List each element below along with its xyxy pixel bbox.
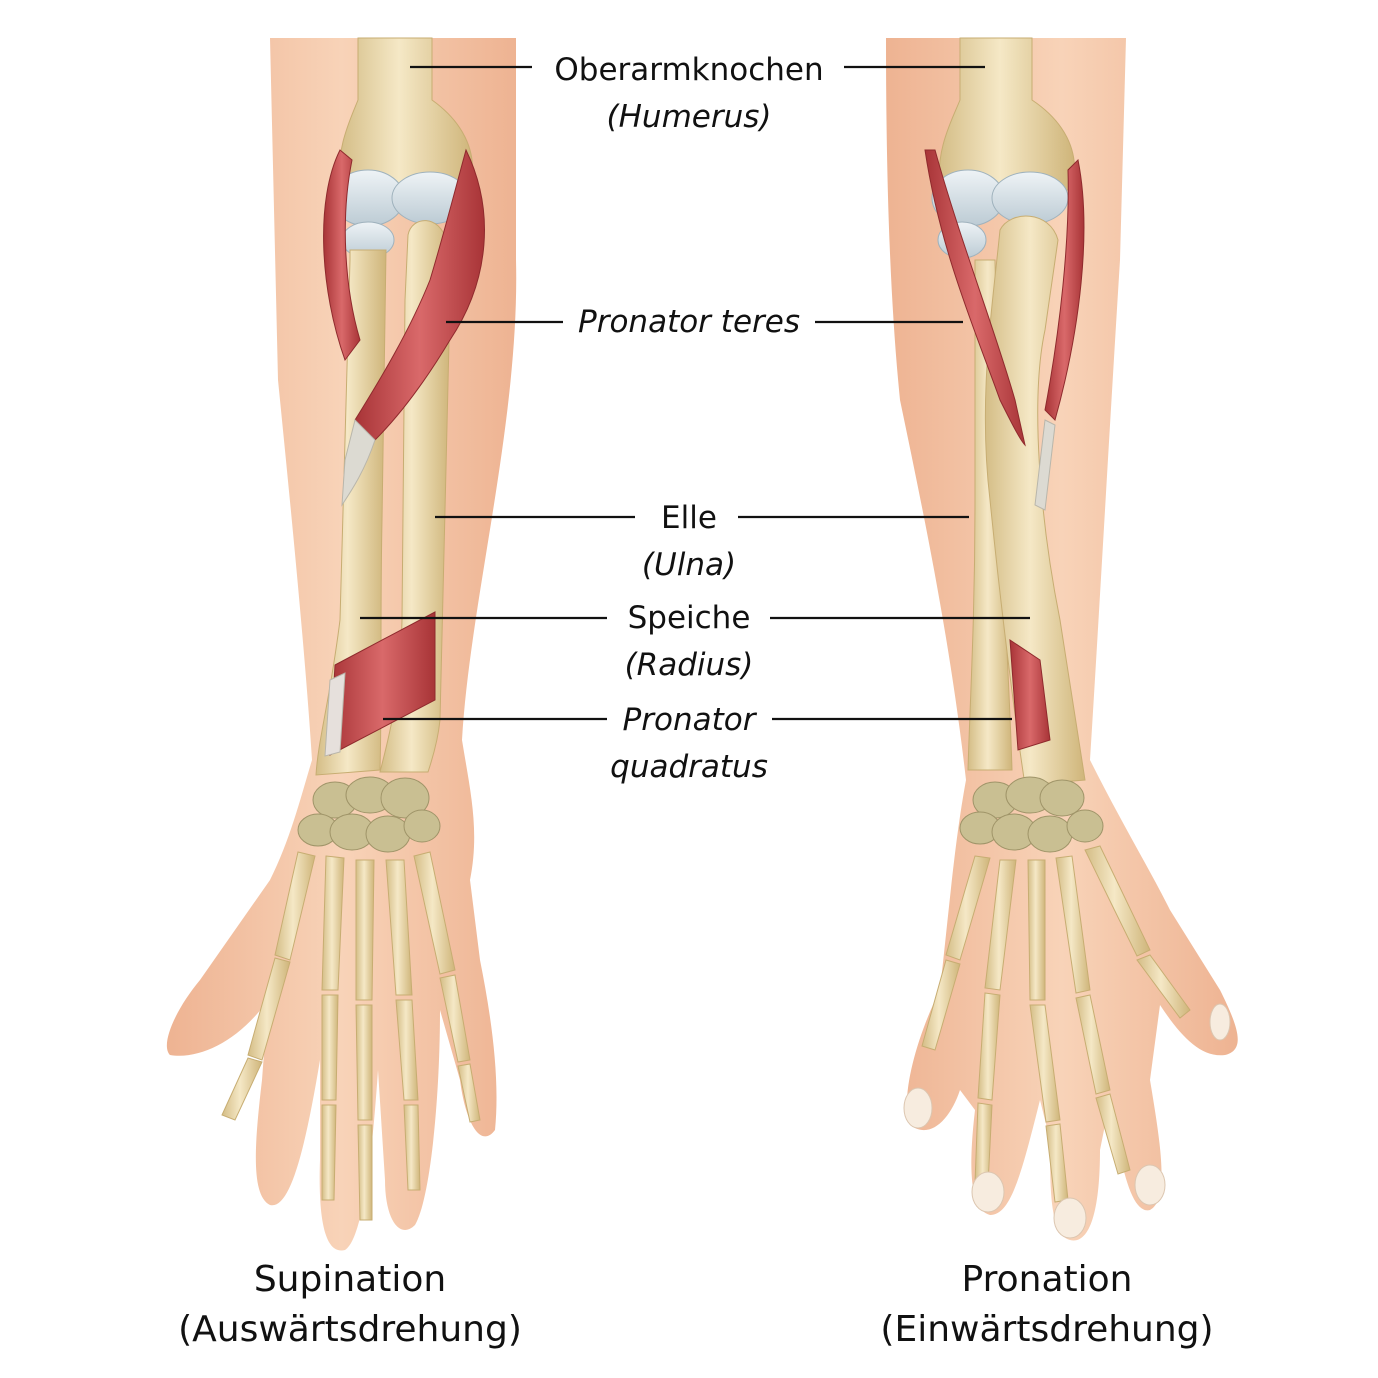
label-pronator-quadratus-line2: quadratus (610, 749, 768, 785)
caption-pronation-title: Pronation (961, 1259, 1133, 1300)
right-tendon (1034, 419, 1056, 511)
label-ulna: Elle (Ulna) (642, 495, 736, 589)
label-pronator-quadratus: Pronator quadratus (610, 697, 768, 791)
label-radius: Speiche (Radius) (625, 595, 754, 689)
caption-supination: Supination (Auswärtsdrehung) (178, 1255, 522, 1355)
left-carpals (297, 776, 441, 853)
left-radius (315, 249, 387, 776)
label-pronator-teres-name: Pronator teres (578, 304, 800, 340)
right-carpals (959, 776, 1104, 853)
right-flexor-muscle (1044, 158, 1085, 421)
label-ulna-latin: (Ulna) (641, 547, 737, 583)
label-humerus: Oberarmknochen (Humerus) (554, 47, 823, 141)
label-humerus-latin: (Humerus) (606, 99, 772, 135)
caption-supination-subtitle: (Auswärtsdrehung) (178, 1309, 522, 1350)
right-pronator-teres-muscle (924, 149, 1026, 447)
right-hand-bones (921, 845, 1191, 1203)
caption-pronation-subtitle: (Einwärtsdrehung) (880, 1309, 1214, 1350)
label-humerus-name: Oberarmknochen (554, 52, 824, 88)
left-pq-tendon (324, 672, 346, 757)
right-pronator-quadratus-muscle (1009, 639, 1051, 751)
label-ulna-name: Elle (661, 500, 717, 536)
leader-lines (360, 65, 1030, 721)
caption-supination-title: Supination (253, 1259, 447, 1300)
caption-pronation: Pronation (Einwärtsdrehung) (880, 1255, 1213, 1355)
right-fingernails (903, 1003, 1231, 1239)
left-arm-supination (166, 37, 517, 1251)
label-radius-name: Speiche (627, 600, 751, 636)
label-radius-latin: (Radius) (624, 647, 754, 683)
left-hand-bones (221, 851, 481, 1221)
label-pronator-quadratus-line1: Pronator (622, 702, 756, 738)
left-tendon (341, 419, 376, 507)
left-flexor-muscle (323, 149, 361, 362)
right-arm-pronation (886, 37, 1238, 1241)
label-pronator-teres: Pronator teres (578, 299, 800, 346)
